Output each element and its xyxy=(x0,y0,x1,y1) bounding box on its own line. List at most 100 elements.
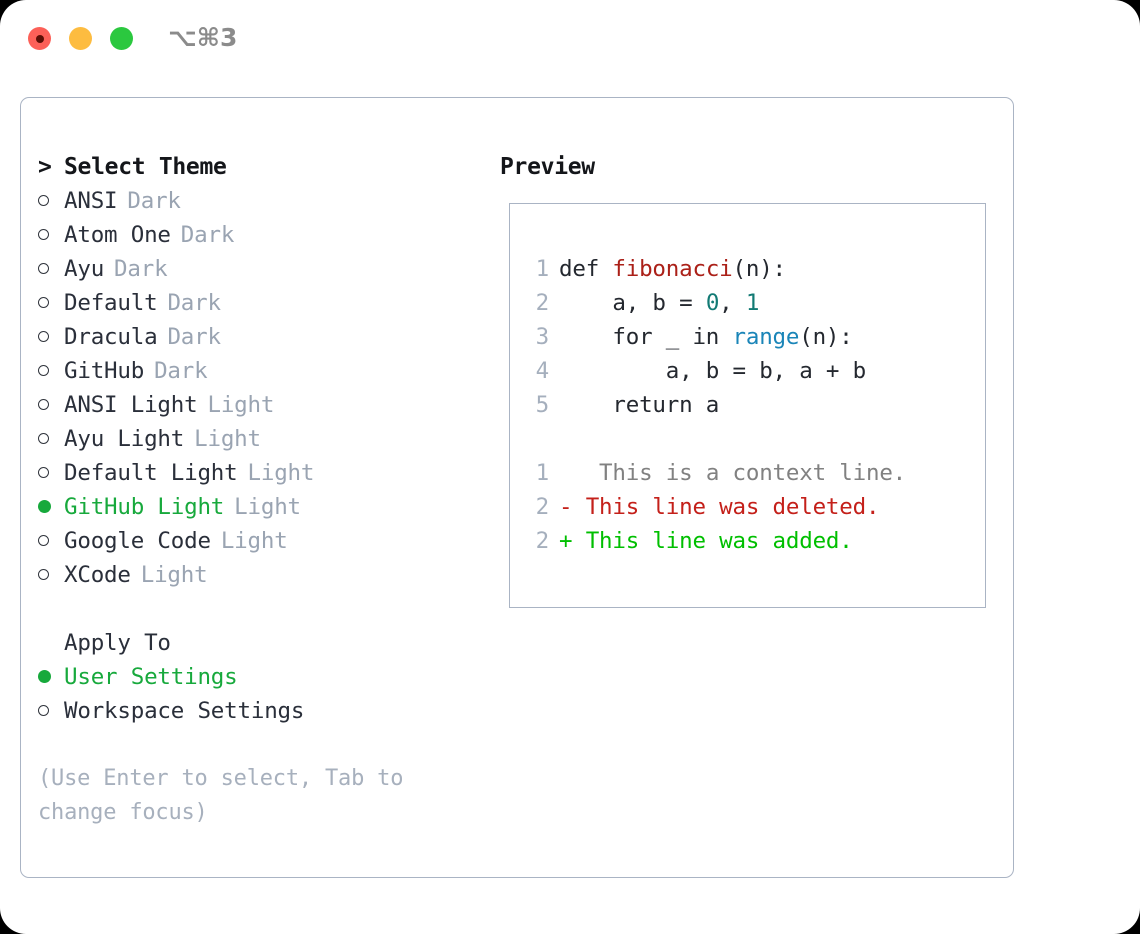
diff-line-number: 1 xyxy=(535,460,550,486)
code-token: range xyxy=(732,324,800,350)
theme-option-label: Default xyxy=(64,290,158,316)
code-token: (n): xyxy=(799,324,853,350)
radio-marker xyxy=(38,535,49,546)
code-token: fibonacci xyxy=(612,256,733,282)
theme-option-label: Ayu xyxy=(64,256,105,282)
code-token: (n): xyxy=(732,256,787,282)
theme-option-variant-badge: Dark xyxy=(167,290,221,316)
select-theme-heading-text: Select Theme xyxy=(64,154,227,180)
theme-option[interactable]: GitHub Dark xyxy=(38,354,478,388)
diff-line: 1 This is a context line. xyxy=(523,456,979,490)
theme-option-variant-badge: Dark xyxy=(180,222,235,248)
close-button[interactable] xyxy=(28,27,51,50)
code-token: return a xyxy=(559,392,720,418)
keyboard-hint-text: (Use Enter to select, Tab to change focu… xyxy=(38,766,404,825)
theme-option-variant-badge: Light xyxy=(247,460,315,486)
radio-marker xyxy=(38,331,49,342)
code-line-content: a, b = b, a + b xyxy=(559,354,866,388)
theme-option[interactable]: Atom One Dark xyxy=(38,218,478,252)
theme-option-label: Google Code xyxy=(64,528,211,554)
radio-marker xyxy=(38,500,51,513)
theme-option-variant-badge: Light xyxy=(220,528,288,554)
code-token: a, b = xyxy=(559,290,706,316)
radio-marker xyxy=(38,670,51,683)
preview-heading: Preview xyxy=(500,154,595,180)
theme-option[interactable]: Ayu Dark xyxy=(38,252,478,286)
code-line: 4 a, b = b, a + b xyxy=(523,354,979,388)
code-line-content: for _ in range(n): xyxy=(559,320,853,354)
select-theme-heading: > Select Theme xyxy=(38,150,478,184)
theme-option-label: Dracula xyxy=(64,324,158,350)
apply-to-heading: Apply To xyxy=(64,630,171,656)
title-bar: ⌥⌘3 xyxy=(0,0,1140,78)
code-line-number: 1 xyxy=(535,256,550,282)
theme-option[interactable]: Default Light Light xyxy=(38,456,478,490)
code-line-content: def fibonacci(n): xyxy=(559,252,786,286)
diff-marker xyxy=(559,456,572,490)
diff-line-text: This is a context line. xyxy=(572,460,907,486)
code-line: 1 def fibonacci(n): xyxy=(523,252,979,286)
section-spacer xyxy=(38,592,478,626)
theme-option-variant-badge: Dark xyxy=(154,358,208,384)
theme-option-variant-badge: Dark xyxy=(127,188,181,214)
code-line: 3 for _ in range(n): xyxy=(523,320,979,354)
theme-option[interactable]: ANSI Dark xyxy=(38,184,478,218)
radio-marker xyxy=(38,365,49,376)
radio-marker xyxy=(38,705,49,716)
code-diff-separator xyxy=(523,422,979,456)
window-controls xyxy=(28,27,133,50)
radio-marker xyxy=(38,297,49,308)
diff-line-text: This line was added. xyxy=(572,528,853,554)
theme-option[interactable]: GitHub Light Light xyxy=(38,490,478,524)
code-token: 0 xyxy=(705,290,720,316)
caret-icon: > xyxy=(38,154,52,180)
theme-option-label: Atom One xyxy=(64,222,171,248)
theme-option-label: ANSI xyxy=(64,188,118,214)
theme-option[interactable]: Google Code Light xyxy=(38,524,478,558)
code-line: 2 a, b = 0, 1 xyxy=(523,286,979,320)
code-line: 5 return a xyxy=(523,388,979,422)
theme-option-label: XCode xyxy=(64,562,131,588)
code-line-number: 5 xyxy=(535,392,550,418)
theme-option-variant-badge: Light xyxy=(194,426,261,452)
theme-option-label: Default Light xyxy=(64,460,238,486)
theme-option-variant-badge: Light xyxy=(234,494,301,520)
radio-marker xyxy=(38,195,49,206)
diff-line-text: This line was deleted. xyxy=(572,494,880,520)
minimize-button[interactable] xyxy=(69,27,92,50)
radio-marker xyxy=(38,433,49,444)
radio-marker xyxy=(38,399,49,410)
theme-option-label: ANSI Light xyxy=(64,392,198,418)
maximize-button[interactable] xyxy=(110,27,133,50)
apply-to-option-label: Workspace Settings xyxy=(64,698,305,724)
code-token: 1 xyxy=(745,290,760,316)
theme-option[interactable]: Ayu Light Light xyxy=(38,422,478,456)
code-line-number: 3 xyxy=(535,324,550,350)
theme-option-label: GitHub xyxy=(64,358,145,384)
diff-marker: + xyxy=(559,528,573,554)
diff-line-number: 2 xyxy=(535,494,550,520)
apply-to-option[interactable]: User Settings xyxy=(38,660,478,694)
theme-option-label: Ayu Light xyxy=(64,426,185,452)
code-line-content: return a xyxy=(559,388,719,422)
theme-option[interactable]: Default Dark xyxy=(38,286,478,320)
theme-option-variant-badge: Dark xyxy=(114,256,168,282)
apply-to-option[interactable]: Workspace Settings xyxy=(38,694,478,728)
theme-option-label: GitHub Light xyxy=(64,494,225,520)
code-token: , xyxy=(719,290,746,316)
diff-marker: - xyxy=(559,494,573,520)
radio-marker xyxy=(38,569,49,580)
apply-to-option-label: User Settings xyxy=(64,664,238,690)
code-line-number: 4 xyxy=(535,358,550,384)
diff-line: 2+ This line was added. xyxy=(523,524,979,558)
